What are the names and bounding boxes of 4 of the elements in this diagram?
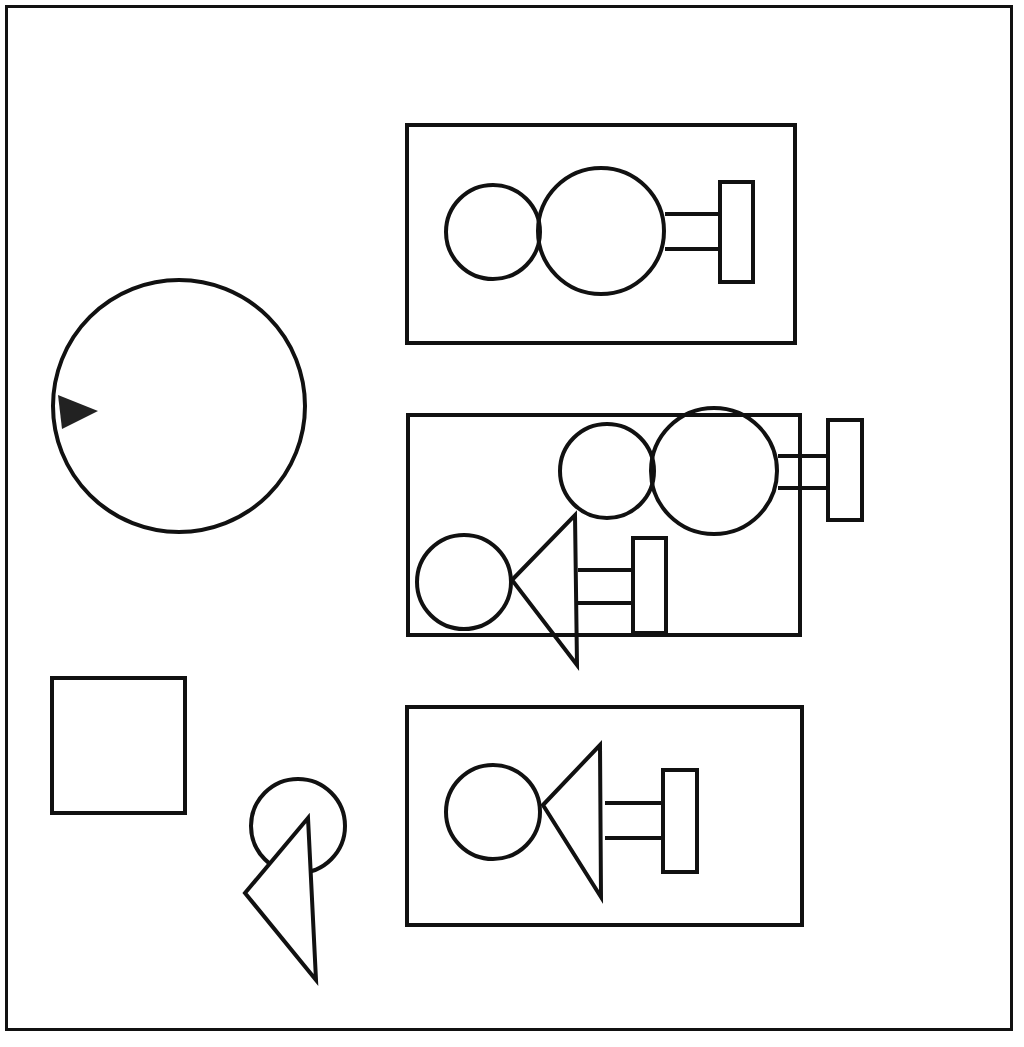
rectangle-box — [50, 676, 187, 815]
rectangle-box — [405, 705, 804, 927]
rectangle-box — [406, 413, 802, 637]
rectangle-box — [405, 123, 797, 345]
